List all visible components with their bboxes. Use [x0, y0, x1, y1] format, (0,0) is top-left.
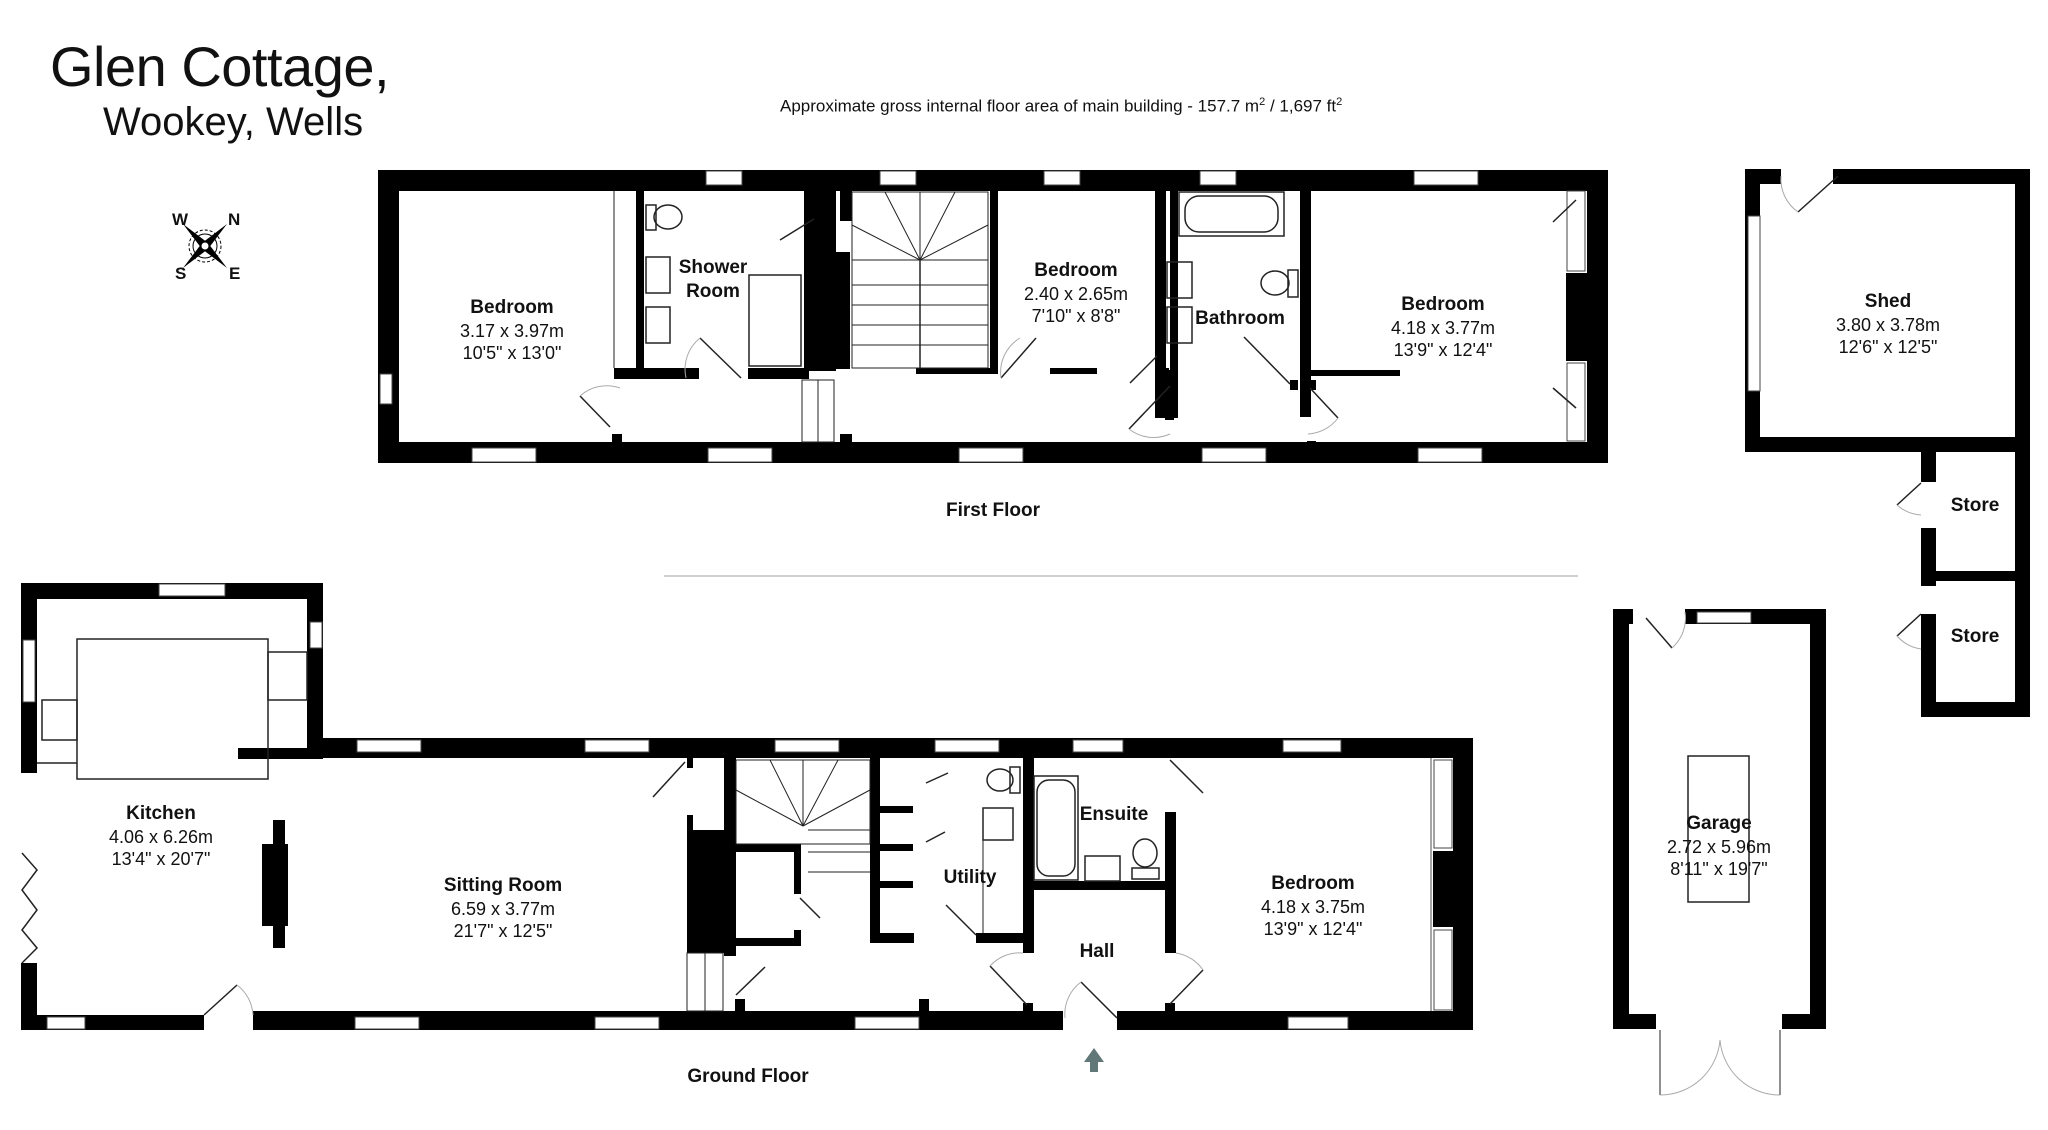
- room-name: Sitting Room: [443, 875, 563, 896]
- compass-e: E: [229, 264, 241, 283]
- area-imperial: / 1,697 ft: [1265, 96, 1337, 116]
- ground-floor-walls: [21, 583, 1473, 1030]
- room-imperial: 10'5" x 13'0": [462, 343, 562, 364]
- room-imperial: 8'11" x 19'7": [1670, 859, 1768, 880]
- sup: 2: [1259, 96, 1266, 108]
- room-metric: 4.06 x 6.26m: [108, 826, 214, 847]
- room-ff-bedroom-1: Bedroom 3.17 x 3.97m 10'5" x 13'0": [460, 296, 564, 365]
- room-gf-bedroom: Bedroom 4.18 x 3.75m 13'9" x 12'4": [1261, 872, 1365, 941]
- property-location: Wookey, Wells: [103, 100, 364, 144]
- room-ensuite: Ensuite: [1080, 803, 1149, 827]
- fixtures: [21, 175, 1922, 1095]
- room-metric: 6.59 x 3.77m: [450, 898, 556, 919]
- room-imperial: 12'6" x 12'5": [1838, 337, 1938, 358]
- room-ff-bedroom-3: Bedroom 4.18 x 3.77m 13'9" x 12'4": [1391, 293, 1495, 362]
- room-imperial: 13'9" x 12'4": [1263, 919, 1363, 940]
- area-metric: Approximate gross internal floor area of…: [780, 96, 1260, 116]
- room-metric: 4.18 x 3.77m: [1390, 317, 1496, 338]
- room-name: Shed: [1864, 291, 1912, 312]
- room-bathroom: Bathroom: [1195, 307, 1285, 331]
- room-utility: Utility: [944, 866, 997, 890]
- room-name: Utility: [943, 867, 997, 888]
- ground-floor-label: Ground Floor: [687, 1066, 809, 1087]
- room-name-line2: Room: [686, 280, 740, 302]
- room-metric: 2.72 x 5.96m: [1666, 836, 1772, 857]
- first-floor-walls: [378, 170, 1608, 463]
- compass-w: W: [172, 210, 189, 229]
- room-metric: 2.40 x 2.65m: [1023, 283, 1129, 304]
- room-imperial: 21'7" x 12'5": [453, 921, 553, 942]
- floor-area-note: Approximate gross internal floor area of…: [780, 96, 1342, 117]
- door-arcs: [236, 175, 1922, 1096]
- room-shed: Shed 3.80 x 3.78m 12'6" x 12'5": [1836, 290, 1940, 359]
- compass-s: S: [175, 264, 187, 283]
- room-sitting-room: Sitting Room 6.59 x 3.77m 21'7" x 12'5": [444, 874, 562, 943]
- entrance-arrow-icon: [1084, 1048, 1104, 1072]
- compass-icon: [183, 224, 227, 268]
- room-imperial: 13'9" x 12'4": [1393, 340, 1493, 361]
- room-name: Store: [1950, 626, 2000, 647]
- first-floor-label: First Floor: [946, 500, 1040, 521]
- room-name: Kitchen: [126, 803, 196, 824]
- room-metric: 3.17 x 3.97m: [459, 320, 565, 341]
- room-metric: 4.18 x 3.75m: [1260, 896, 1366, 917]
- property-title: Glen Cottage,: [50, 35, 390, 98]
- room-store-1: Store: [1951, 494, 2000, 518]
- room-name: Hall: [1079, 941, 1115, 962]
- room-name: Bedroom: [1271, 873, 1355, 894]
- room-imperial: 13'4" x 20'7": [111, 849, 211, 870]
- room-name: Bedroom: [470, 297, 554, 318]
- room-name: Bedroom: [1401, 294, 1485, 315]
- room-kitchen: Kitchen 4.06 x 6.26m 13'4" x 20'7": [109, 802, 213, 871]
- room-metric: 3.80 x 3.78m: [1835, 314, 1941, 335]
- room-imperial: 7'10" x 8'8": [1031, 306, 1121, 327]
- room-name: Ensuite: [1079, 804, 1149, 825]
- room-ff-bedroom-2: Bedroom 2.40 x 2.65m 7'10" x 8'8": [1024, 259, 1128, 328]
- room-shower-room: Shower Room: [679, 256, 748, 304]
- windows: [22, 170, 1761, 1030]
- room-name: Bathroom: [1195, 308, 1285, 329]
- room-name: Bedroom: [1034, 260, 1118, 281]
- room-name: Store: [1950, 495, 2000, 516]
- sup: 2: [1336, 96, 1343, 108]
- room-name: Shower: [678, 257, 748, 278]
- room-garage: Garage 2.72 x 5.96m 8'11" x 19'7": [1667, 812, 1771, 881]
- room-store-2: Store: [1951, 625, 2000, 649]
- room-name: Garage: [1686, 813, 1752, 834]
- compass-n: N: [228, 210, 241, 229]
- room-hall: Hall: [1080, 940, 1115, 964]
